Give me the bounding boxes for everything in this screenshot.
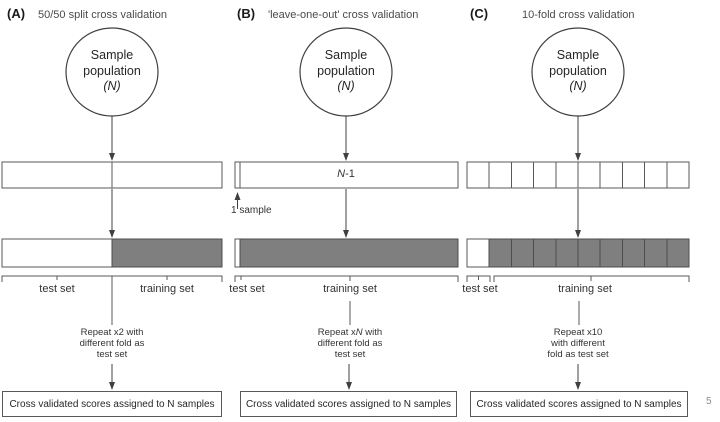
repeat-note-line: Repeat x2 with [80,327,144,338]
fold-dividers [488,162,668,188]
population-label-b: Sample population (N) [296,48,396,95]
population-line: population [317,63,375,78]
result-box-a: Cross validated scores assigned to N sam… [2,391,222,417]
test-set-segment [466,238,490,268]
result-box-text: Cross validated scores assigned to N sam… [245,398,452,410]
population-line: population [549,63,607,78]
repeat-note-c: Repeat x10 with different fold as test s… [508,327,648,360]
test-set-segment [234,238,241,268]
n-minus-1-suffix: -1 [345,168,355,180]
panel-letter-c: (C) [470,6,489,21]
panel-a-shapes [1,27,223,390]
population-n: (N) [103,79,121,93]
repeat-n-italic: N [355,327,363,338]
panel-letter-b: (B) [237,6,256,21]
repeat-note-line: fold as test set [547,349,609,360]
full-sample-bar [234,161,459,189]
test-set-segment [1,238,113,268]
n-minus-1-italic: N [337,168,346,180]
panel-b-shapes [234,27,459,390]
panel-title-c: 10-fold cross validation [522,9,635,21]
panel-c-shapes [466,27,690,390]
test-set-label: test set [462,283,498,295]
repeat-note-line: Repeat x10 [553,327,603,338]
training-set-segment [111,238,223,268]
repeat-prefix: Repeat x [317,327,356,338]
n-minus-1-label: N-1 [286,168,406,180]
repeat-note-line: with different [551,338,605,349]
test-set-label: test set [39,283,75,295]
repeat-note-line: different fold as [79,338,145,349]
training-fold-dividers [510,239,668,267]
repeat-note-a: Repeat x2 with different fold as test se… [42,327,182,360]
population-line: Sample [90,48,134,62]
training-set-label: training set [558,283,612,295]
panel-title-a: 50/50 split cross validation [38,9,168,21]
result-box-text: Cross validated scores assigned to N sam… [476,398,682,410]
test-set-label: test set [229,283,265,295]
panel-letter-a: (A) [7,6,26,21]
training-set-label: training set [323,283,377,295]
training-set-segment [488,238,690,268]
result-box-text: Cross validated scores assigned to N sam… [9,398,215,410]
test-set-bracket [466,275,491,282]
repeat-note-line: test set [96,349,128,360]
repeat-note-line: Repeat xN with [280,327,420,338]
population-n: (N) [569,79,587,93]
population-line: Sample [556,48,600,62]
split-bracket [234,275,459,282]
training-set-bracket [493,275,690,282]
population-label-c: Sample population (N) [528,48,628,95]
population-line: population [83,63,141,78]
training-set-label: training set [140,283,194,295]
population-n: (N) [337,79,355,93]
population-line: Sample [324,48,368,62]
population-label-a: Sample population (N) [62,48,162,95]
panel-title-b: 'leave-one-out' cross validation [268,9,419,21]
repeat-note-line: test set [334,349,366,360]
repeat-note-line: different fold as [317,338,383,349]
repeat-note-b: Repeat xN with different fold as test se… [280,327,420,360]
training-set-segment [239,238,459,268]
one-sample-label: 1 sample [231,205,272,216]
repeat-suffix: with [362,327,383,338]
page-number: 5 [706,396,712,407]
result-box-b: Cross validated scores assigned to N sam… [240,391,457,417]
result-box-c: Cross validated scores assigned to N sam… [470,391,688,417]
